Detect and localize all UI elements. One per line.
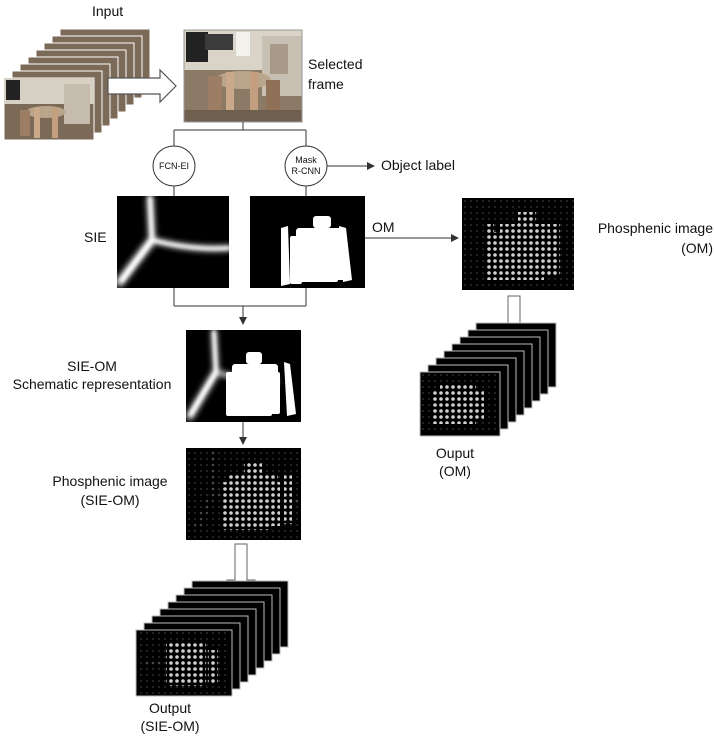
input-label: Input: [92, 3, 124, 19]
input-to-frame-arrow: [107, 68, 177, 104]
fcn-ei-node: FCN-EI: [152, 145, 196, 187]
om-label: OM: [372, 219, 395, 235]
output-sieom-frame: [135, 629, 233, 697]
mask-rcnn-label-line1: Mask: [295, 155, 317, 165]
merge-connector: [173, 288, 307, 325]
sie-om-image: [186, 329, 301, 422]
sie-label: SIE: [84, 229, 107, 245]
om-image: [250, 196, 365, 288]
selected-frame-label-line2: frame: [308, 76, 344, 92]
mask-rcnn-label-line2: R-CNN: [292, 166, 321, 176]
phosphenic-sieom-image: [186, 448, 301, 540]
mask-rcnn-node: Mask R-CNN: [284, 145, 328, 187]
sie-om-label-line1: SIE-OM: [67, 358, 117, 374]
output-sieom-label-line2: (SIE-OM): [140, 718, 200, 734]
object-label-text: Object label: [381, 157, 455, 173]
selected-frame-image: [183, 29, 303, 123]
output-sieom-label-line1: Output: [148, 700, 192, 716]
frame-branch-connector: [173, 122, 307, 146]
fcn-ei-label: FCN-EI: [159, 161, 189, 171]
output-om-stack: [419, 322, 557, 437]
phosphenic-sieom-label-line1: Phosphenic image: [52, 473, 168, 489]
output-om-frame: [419, 371, 501, 437]
selected-frame-label-line1: Selected: [308, 56, 363, 72]
input-frame: [3, 77, 95, 141]
phosphenic-om-image: [462, 198, 574, 290]
input-frame-stack: [3, 28, 151, 141]
phosphenic-om-label-line1: Phosphenic image: [597, 220, 713, 236]
phosphenic-om-label-line2: (OM): [681, 240, 713, 256]
output-om-label-line2: (OM): [439, 463, 471, 479]
phosphenic-sieom-label-line2: (SIE-OM): [80, 492, 140, 508]
sie-om-label-line2: Schematic representation: [12, 376, 172, 392]
output-om-label-line1: Ouput: [435, 445, 475, 461]
sie-image: [115, 194, 232, 288]
output-sieom-stack: [135, 580, 289, 697]
